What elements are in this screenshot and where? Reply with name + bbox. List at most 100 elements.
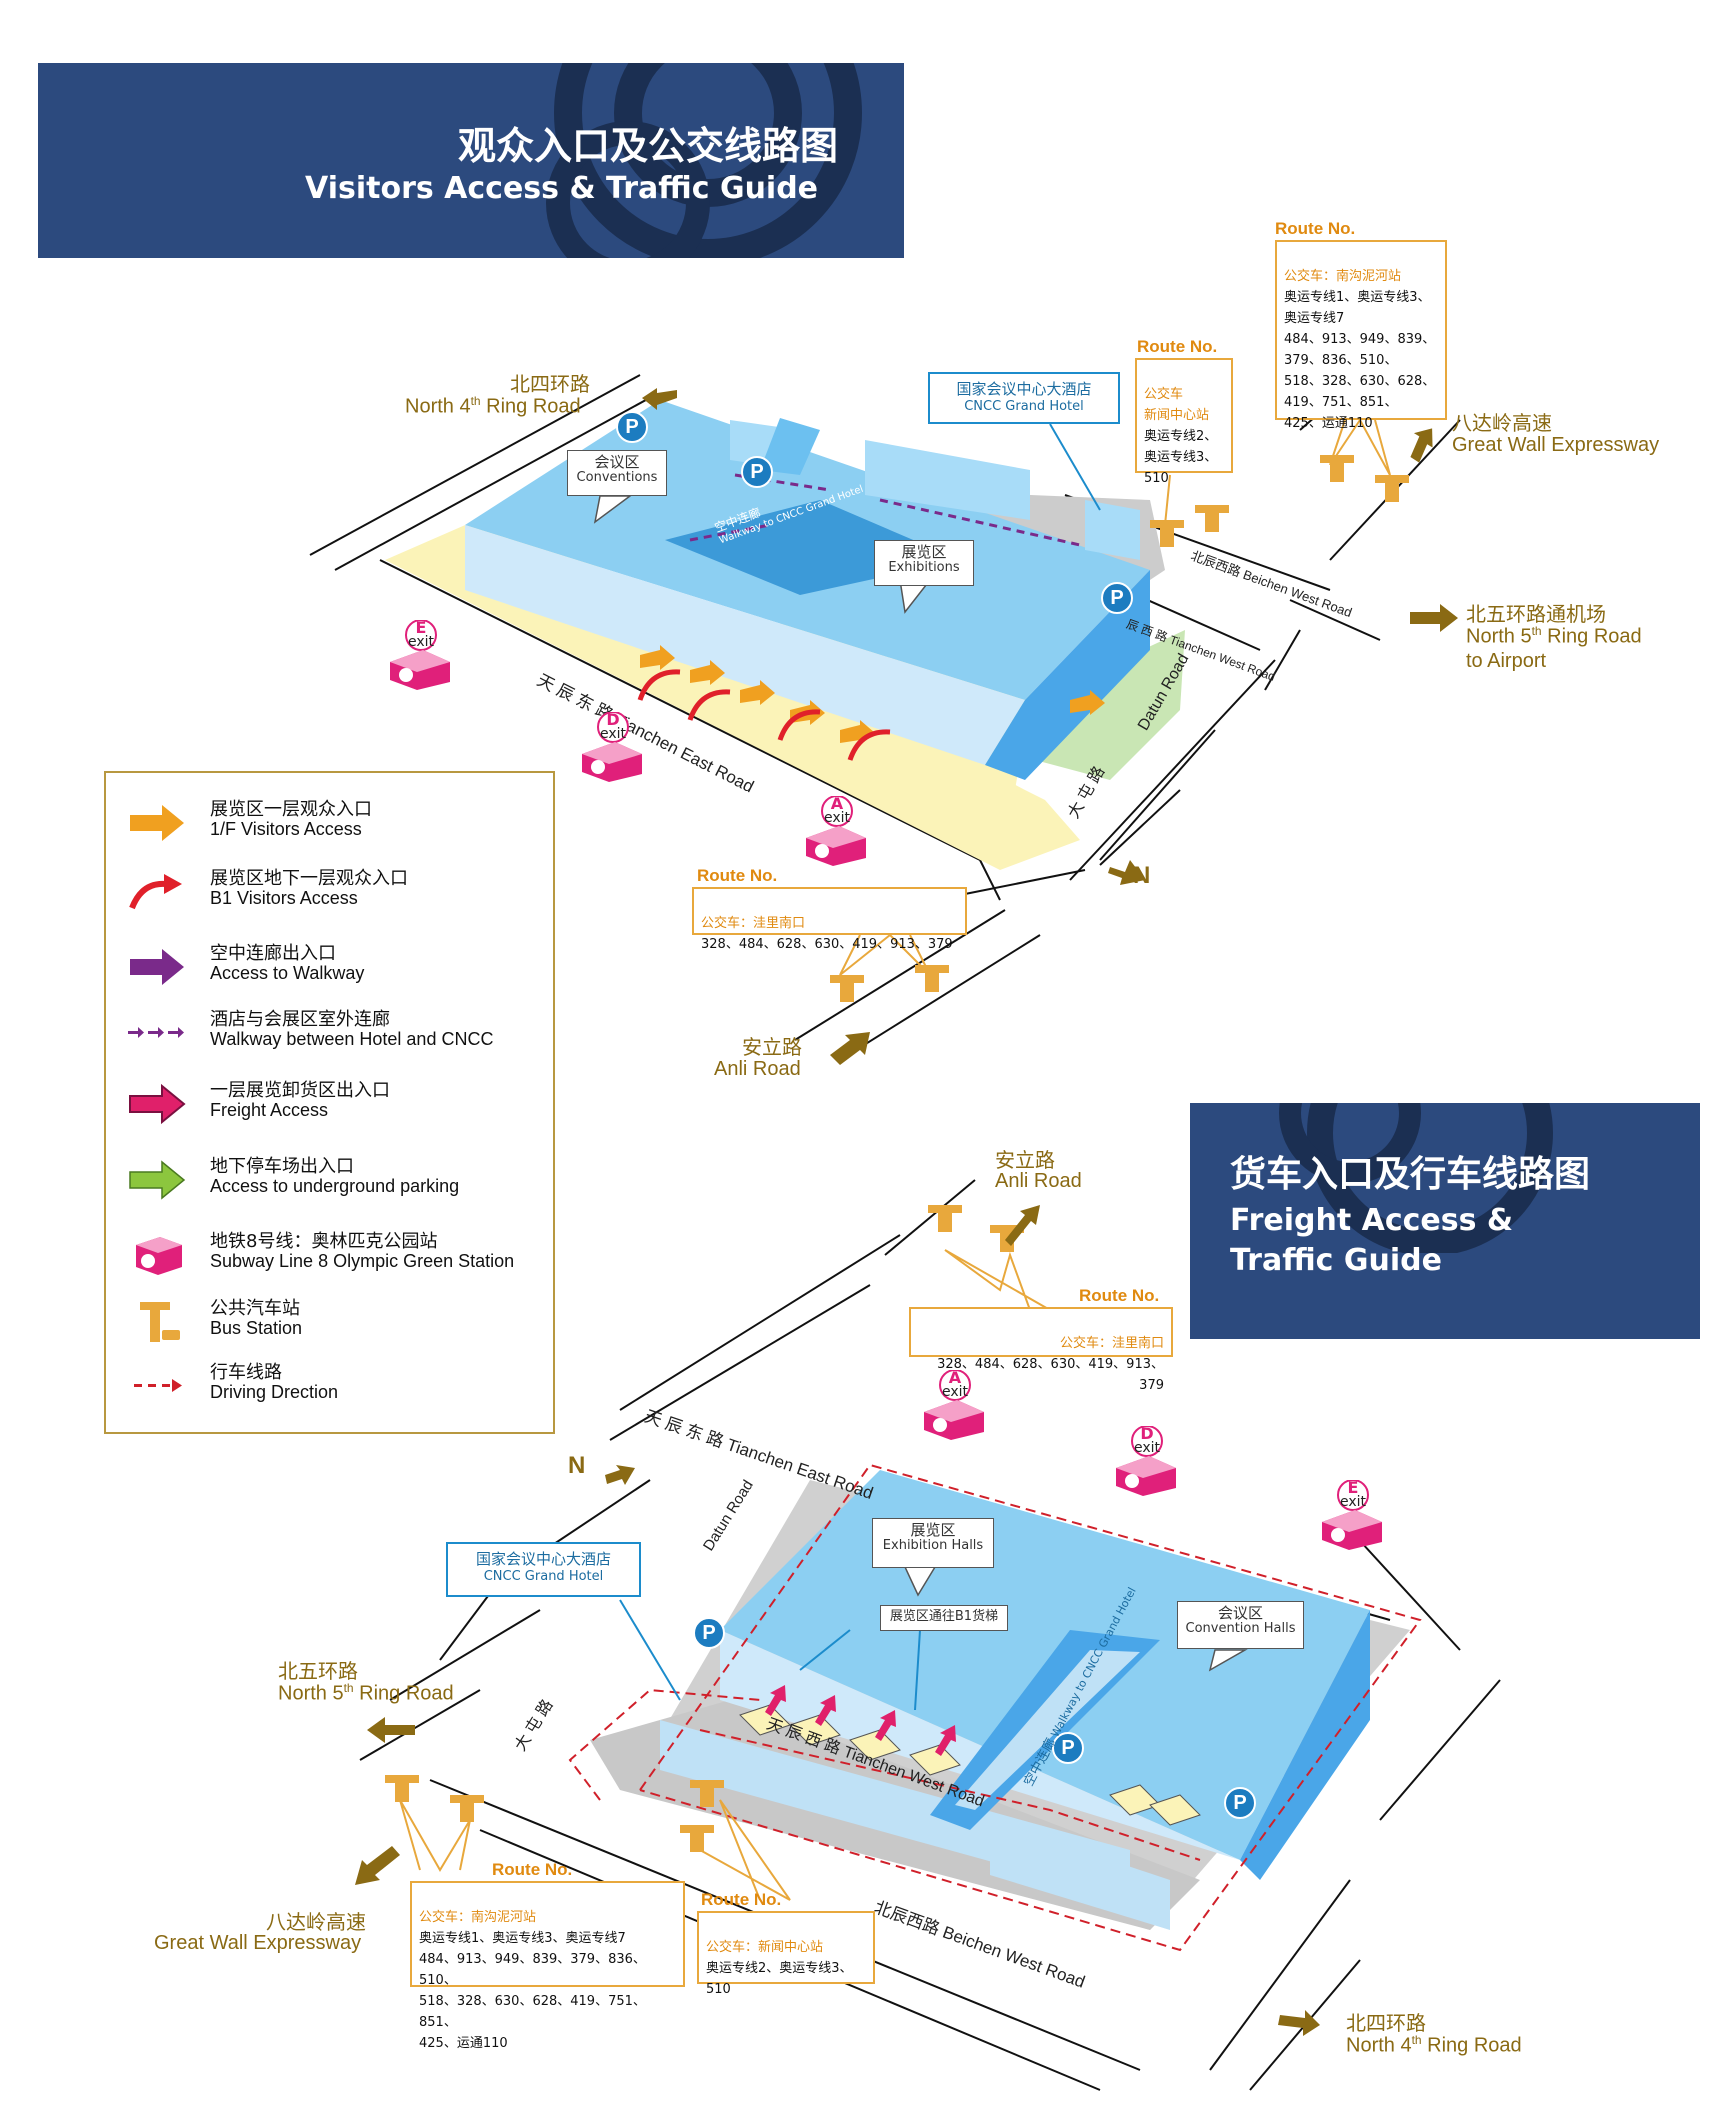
freight-map-freight-arrows <box>765 1685 956 1756</box>
top-route3-lines: 328、484、628、630、419、913、379 <box>701 937 953 952</box>
bottom-b1-lift-callout: 展览区通往B1货梯 <box>880 1605 1008 1631</box>
bottom-badaling-cn: 八达岭高速 <box>266 1910 366 1934</box>
visitors-map-parking-signs <box>616 411 1133 614</box>
legend-item-driving: 行车线路 Driving Drection <box>106 1358 553 1422</box>
top-exhibitions-callout: 展览区 Exhibitions <box>874 540 974 586</box>
top-route3-sub: 公交车：洼里南口 <box>701 916 806 931</box>
legend-outdoor-walkway-cn: 酒店与会展区室外连廊 <box>210 1009 390 1030</box>
bottom-exit-e-letter: E <box>1347 1478 1359 1497</box>
subway-station-icon <box>1116 1426 1176 1496</box>
top-exhibitions-en: Exhibitions <box>888 560 960 575</box>
bottom-b1-lift-text: 展览区通往B1货梯 <box>889 1609 999 1624</box>
top-parking-1: P <box>625 416 639 438</box>
legend-item-b1-visitors: 展览区地下一层观众入口 B1 Visitors Access <box>106 864 553 928</box>
subway-station-icon <box>806 796 866 866</box>
bottom-exit-a: A exit <box>922 1370 986 1440</box>
top-conventions-cn: 会议区 <box>594 453 640 471</box>
freight-map-route-pointers <box>399 1249 1051 1901</box>
legend-b1-cn: 展览区地下一层观众入口 <box>210 868 408 889</box>
top-exit-d-word: exit <box>599 726 627 742</box>
bottom-north4-en: North 4th Ring Road <box>1346 2033 1522 2057</box>
top-route1-lines: 奥运专线1、奥运专线3、 奥运专线7 484、913、949、839、 379、… <box>1284 290 1436 431</box>
bottom-convention-en: Convention Halls <box>1185 1621 1296 1636</box>
bottom-north4-cn: 北四环路 <box>1346 2011 1426 2035</box>
bottom-hotel-cn: 国家会议中心大酒店 <box>475 1550 611 1568</box>
top-hotel-en: CNCC Grand Hotel <box>964 399 1084 414</box>
freight-map-parking-signs <box>693 1617 1256 1819</box>
freight-title-en-1: Freight Access & <box>1230 1203 1514 1238</box>
legend-bus-en: Bus Station <box>210 1318 303 1338</box>
legend-outdoor-walkway-en: Walkway between Hotel and CNCC <box>210 1029 494 1049</box>
magenta-arrow-icon <box>129 1083 186 1125</box>
top-route1-title: Route No. <box>1275 219 1356 238</box>
bottom-anli-cn: 安立路 <box>995 1148 1055 1172</box>
bottom-route2-title: Route No. <box>492 1860 573 1879</box>
bottom-parking-1: P <box>702 1622 716 1644</box>
bottom-exit-e: E exit <box>1320 1480 1384 1550</box>
freight-map-banner: 货车入口及行车线路图 Freight Access & Traffic Guid… <box>1190 1103 1700 1339</box>
legend-bus-cn: 公共汽车站 <box>210 1298 300 1319</box>
freight-map-direction-arrows <box>355 1205 1320 2036</box>
legend-item-underground-parking: 地下停车场出入口 Access to underground parking <box>106 1152 553 1216</box>
purple-arrow-icon <box>130 949 184 985</box>
freight-map-bus-stops <box>385 1205 1024 1852</box>
legend-item-walkway-access: 空中连廊出入口 Access to Walkway <box>106 939 553 1003</box>
bottom-parking-3: P <box>1233 1792 1247 1814</box>
bottom-exit-a-letter: A <box>948 1368 962 1387</box>
top-route1-sub: 公交车：南沟泥河站 <box>1284 269 1402 284</box>
legend-driving-en: Driving Drection <box>210 1382 339 1402</box>
banner-swirl-graphic <box>1279 1103 1553 1253</box>
top-badaling-en: Great Wall Expressway <box>1452 434 1660 456</box>
bottom-north5-en: North 5th Ring Road <box>278 1681 454 1705</box>
legend-subway-en: Subway Line 8 Olympic Green Station <box>210 1251 515 1271</box>
legend-item-bus: 公共汽车站 Bus Station <box>106 1294 553 1358</box>
top-route2-lines: 奥运专线2、 奥运专线3、 510 <box>1144 429 1218 486</box>
bottom-hotel-en: CNCC Grand Hotel <box>483 1569 604 1584</box>
banner-swirl-graphic <box>546 63 862 258</box>
top-route2-box: 公交车 新闻中心站奥运专线2、 奥运专线3、 510 <box>1135 358 1233 486</box>
freight-map-driving-route <box>568 1463 1422 1952</box>
top-route2-sub: 公交车 新闻中心站 <box>1144 387 1210 423</box>
bottom-exhibition-callout: 展览区 Exhibition Halls <box>872 1518 994 1568</box>
visitors-map-bus-stops <box>830 455 1409 1002</box>
top-exit-a-word: exit <box>823 810 851 826</box>
subway-station-icon <box>924 1370 984 1440</box>
top-exit-a-letter: A <box>830 794 844 813</box>
bottom-exhibition-en: Exhibition Halls <box>882 1538 984 1553</box>
bottom-convention-callout: 会议区 Convention Halls <box>1177 1601 1304 1649</box>
visitors-map-hotel-pointer <box>1049 423 1101 511</box>
legend-parking-en: Access to underground parking <box>210 1176 460 1196</box>
bottom-route1-lines: 328、484、628、630、419、913、379 <box>937 1357 1164 1393</box>
subway-station-icon <box>390 620 450 690</box>
bottom-badaling-en: Great Wall Expressway <box>154 1932 362 1954</box>
top-exit-e-word: exit <box>407 634 435 650</box>
top-north5-cn: 北五环路通机场 <box>1466 602 1606 626</box>
top-exit-d: D exit <box>580 712 644 782</box>
top-route3-title: Route No. <box>697 866 778 885</box>
legend-freight-en: Freight Access <box>210 1100 329 1120</box>
top-parking-2: P <box>750 461 764 483</box>
top-hotel-cn: 国家会议中心大酒店 <box>956 380 1092 398</box>
legend-1f-en: 1/F Visitors Access <box>210 819 362 839</box>
driving-dashed-arrow-icon <box>134 1379 182 1392</box>
top-exhibitions-cn: 展览区 <box>901 543 947 561</box>
visitors-title-en: Visitors Access & Traffic Guide <box>305 171 819 206</box>
bottom-exit-a-word: exit <box>941 1384 969 1400</box>
top-route3-box: 公交车：洼里南口 328、484、628、630、419、913、379 <box>692 887 967 952</box>
red-curved-arrow-icon <box>129 874 182 910</box>
top-conventions-en: Conventions <box>576 470 658 485</box>
top-badaling-cn: 八达岭高速 <box>1452 411 1552 435</box>
bottom-parking-2: P <box>1061 1737 1075 1759</box>
bottom-exit-e-word: exit <box>1339 1494 1367 1510</box>
top-route1-box: 公交车：南沟泥河站奥运专线1、奥运专线3、 奥运专线7 484、913、949、… <box>1275 240 1447 431</box>
bottom-route3-box: 公交车：新闻中心站奥运专线2、奥运专线3、 510 <box>697 1911 875 1997</box>
subway-station-icon <box>582 712 642 782</box>
subway-station-icon <box>1322 1480 1382 1550</box>
subway-station-icon <box>136 1237 182 1275</box>
bottom-route3-lines: 奥运专线2、奥运专线3、 510 <box>706 1961 853 1997</box>
bottom-route2-lines: 奥运专线1、奥运专线3、奥运专线7 484、913、949、839、379、83… <box>419 1931 646 2051</box>
visitors-map-route-pointers <box>839 418 1391 976</box>
bottom-north5-cn: 北五环路 <box>278 1659 358 1683</box>
